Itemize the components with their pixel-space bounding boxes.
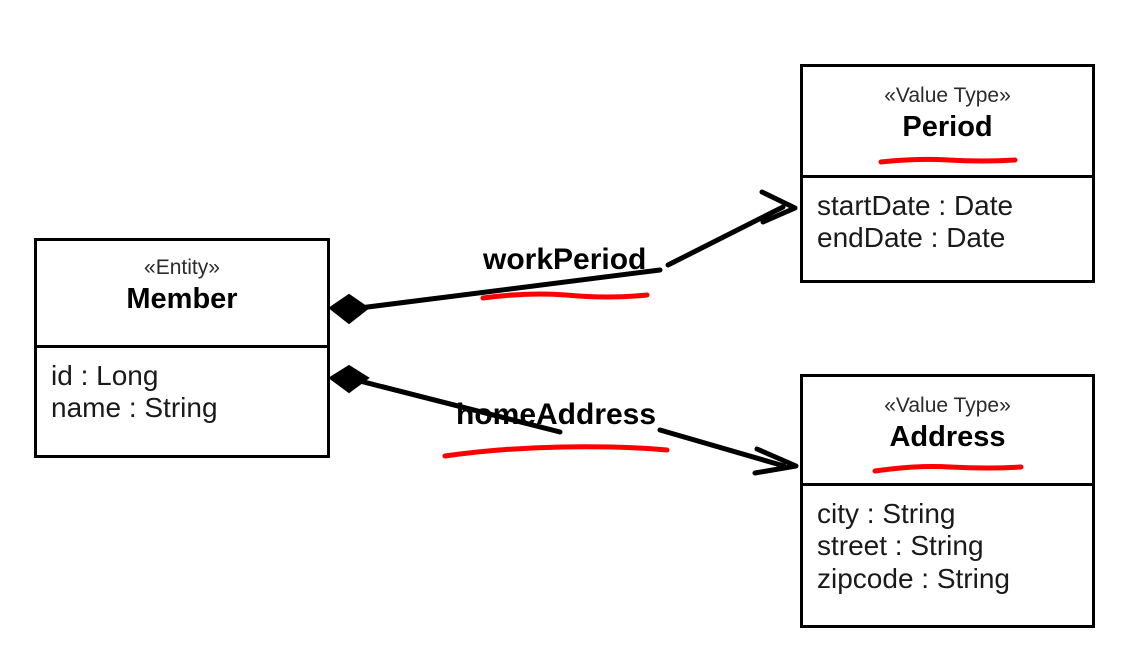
home-address-arrowhead-icon <box>752 446 799 476</box>
attribute-row: name : String <box>51 392 218 424</box>
class-name-address: Address <box>889 421 1006 453</box>
association-label-work-period-text: workPeriod <box>483 243 647 276</box>
attribute-row: street : String <box>817 530 984 562</box>
class-stereotype-address: «Value Type» <box>884 394 1011 417</box>
class-attributes-address: city : String street : String zipcode : … <box>803 486 1092 595</box>
class-stereotype-member: «Entity» <box>144 256 220 279</box>
red-underline-address <box>872 464 1023 474</box>
class-name-member: Member <box>126 283 238 315</box>
red-underline-work-period <box>480 291 650 301</box>
attribute-row: startDate : Date <box>817 190 1014 221</box>
association-label-home-address[interactable]: homeAddress <box>442 398 670 459</box>
class-name-period: Period <box>902 111 993 143</box>
attribute-row: endDate : Date <box>817 222 1006 254</box>
class-header-period: «Value Type» Period <box>803 67 1092 178</box>
association-label-home-address-text: homeAddress <box>456 398 657 431</box>
class-header-address: «Value Type» Address <box>803 377 1092 486</box>
class-box-period[interactable]: «Value Type» Period startDate : Date end… <box>800 64 1095 283</box>
attribute-row: city : String <box>817 498 956 529</box>
class-box-member[interactable]: «Entity» Member id : Long name : String <box>34 238 330 458</box>
class-box-address[interactable]: «Value Type» Address city : String stree… <box>800 374 1095 628</box>
home-address-line-right <box>657 427 787 469</box>
class-header-member: «Entity» Member <box>37 241 327 348</box>
class-attributes-period: startDate : Date endDate : Date <box>803 178 1092 255</box>
association-label-work-period[interactable]: workPeriod <box>480 243 650 301</box>
class-stereotype-period: «Value Type» <box>884 84 1011 107</box>
attribute-row: id : Long <box>51 360 159 391</box>
home-address-composition-diamond <box>328 364 370 394</box>
work-period-composition-diamond <box>328 293 370 325</box>
red-underline-home-address <box>442 444 670 459</box>
red-underline-period <box>878 156 1017 165</box>
attribute-row: zipcode : String <box>817 562 1010 594</box>
work-period-arrowhead-icon <box>759 189 798 225</box>
work-period-line-right <box>665 204 786 268</box>
class-attributes-member: id : Long name : String <box>37 348 327 425</box>
